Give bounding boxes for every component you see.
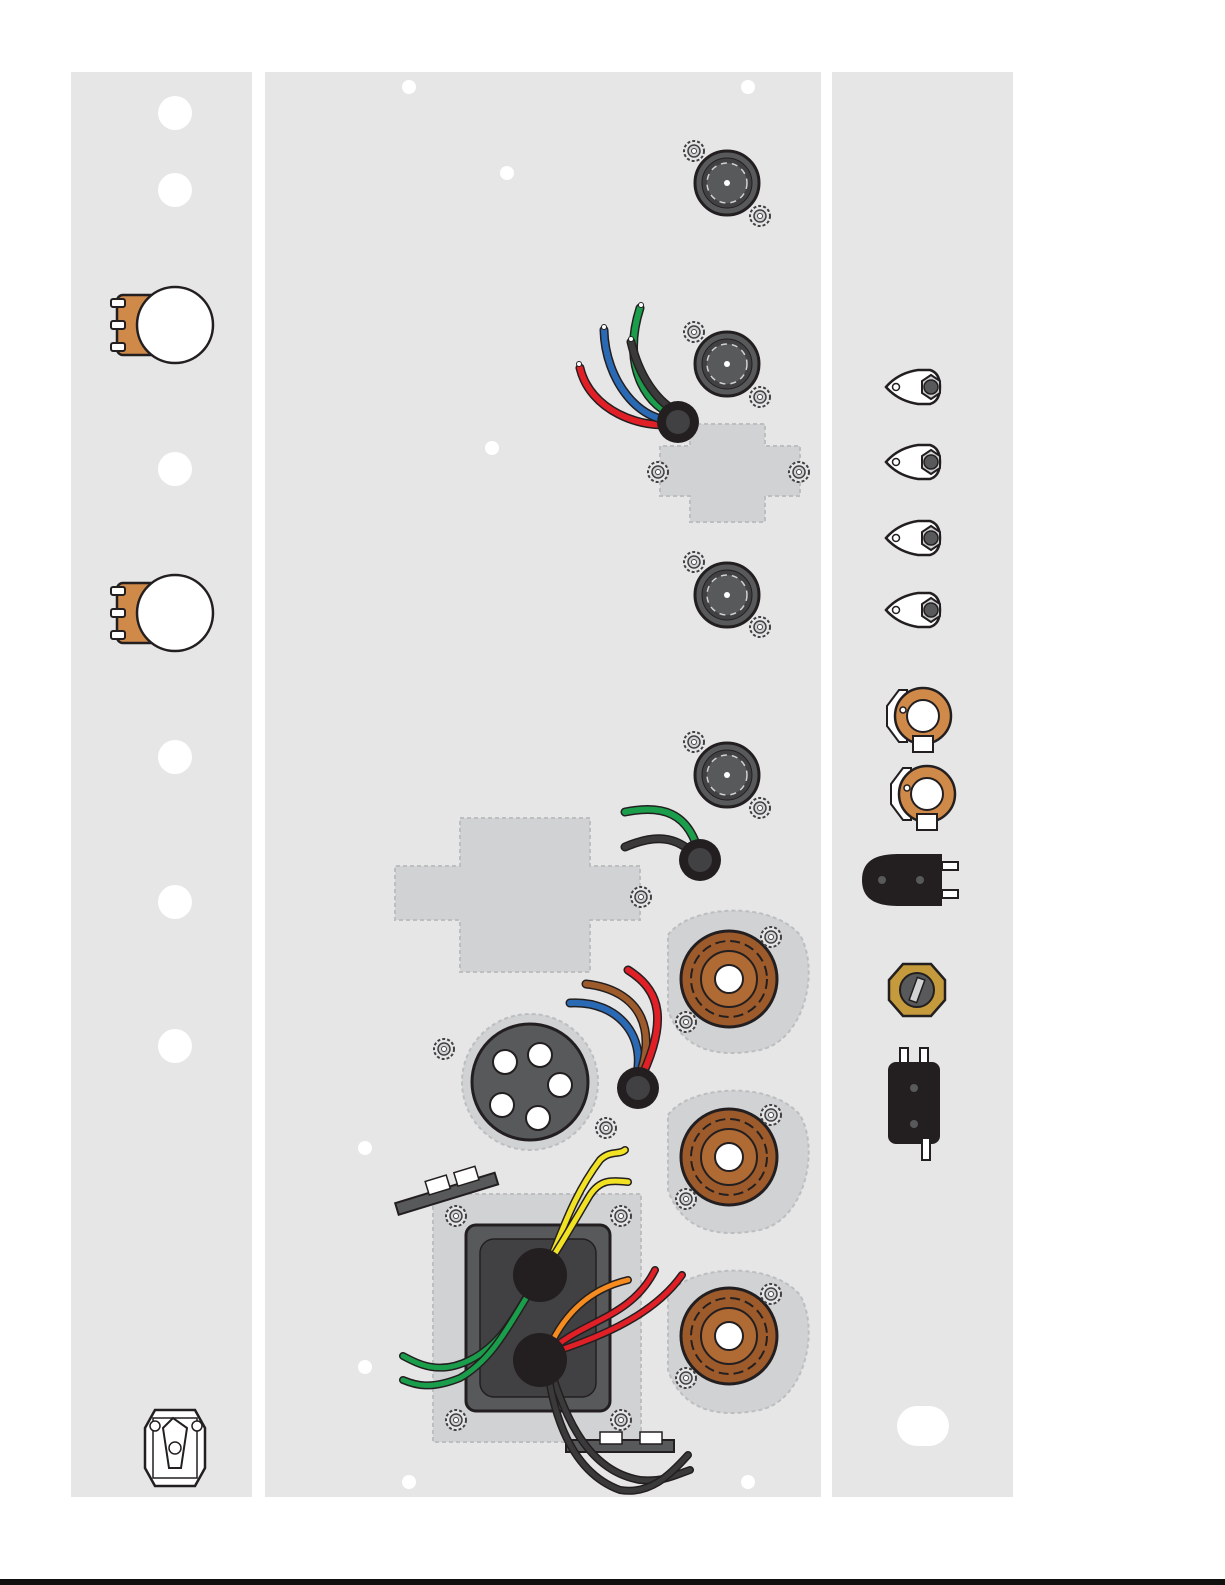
page-bottom-rule <box>0 1579 1225 1585</box>
pilot-lamp-bushing <box>889 964 945 1016</box>
front-pot-upper <box>111 287 213 363</box>
power-inlet <box>888 1048 940 1160</box>
front-hole <box>158 885 192 919</box>
front-pot-lower <box>111 575 213 651</box>
chassis-hole <box>402 80 416 94</box>
chassis-hole <box>741 1475 755 1489</box>
chassis-hole <box>358 1141 372 1155</box>
chassis-hole <box>402 1475 416 1489</box>
front-hole <box>158 740 192 774</box>
grommet-middle <box>679 839 721 881</box>
front-panel-strip <box>71 72 252 1497</box>
power-socket-3 <box>668 1271 809 1413</box>
front-hole <box>158 1029 192 1063</box>
transformer-nut <box>631 887 651 907</box>
front-hole <box>158 96 192 130</box>
front-hole <box>158 452 192 486</box>
grommet-upper <box>657 401 699 443</box>
back-panel-oblong-hole <box>897 1406 949 1446</box>
front-hole <box>158 173 192 207</box>
power-socket-1 <box>668 911 809 1053</box>
grommet-lower <box>617 1067 659 1109</box>
choke-nut <box>789 462 809 482</box>
chassis-hole <box>358 1360 372 1374</box>
chassis-hole <box>500 166 514 180</box>
chassis-hole <box>741 80 755 94</box>
choke-nut <box>648 462 668 482</box>
front-toggle-switch <box>145 1410 205 1486</box>
power-socket-2 <box>668 1091 809 1233</box>
chassis-hole <box>485 441 499 455</box>
